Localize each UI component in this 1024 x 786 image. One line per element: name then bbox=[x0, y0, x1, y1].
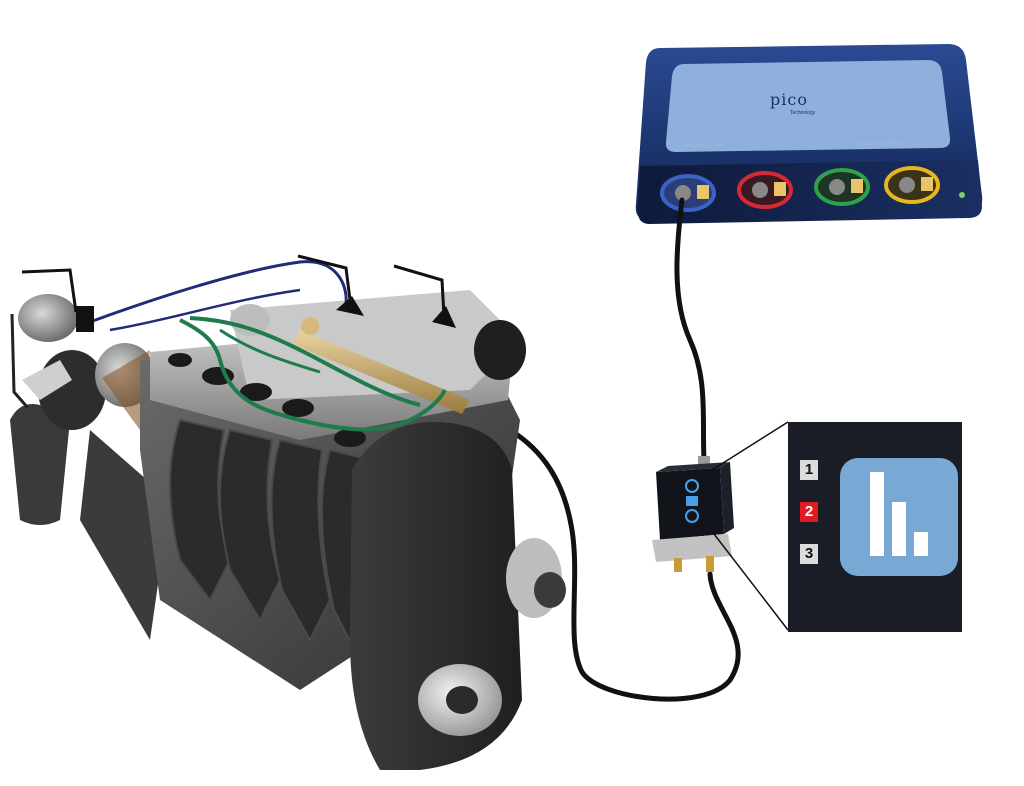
scope-brand: pico bbox=[770, 90, 808, 109]
transducer-mode-icon bbox=[685, 509, 699, 523]
scope-website: www.picoauto.com bbox=[682, 143, 724, 149]
scope-power-led bbox=[959, 192, 965, 198]
transducer-range-icon bbox=[686, 496, 698, 506]
pressure-transducer bbox=[652, 456, 734, 572]
range-label-1: 1 bbox=[800, 460, 818, 480]
fuel-rail bbox=[292, 330, 470, 414]
picoscope-device: pico Technology www.picoauto.com PicoSco… bbox=[635, 44, 983, 224]
scope-channel-a bbox=[660, 174, 716, 212]
zoom-leader-top bbox=[711, 421, 789, 471]
zoom-leader-bottom bbox=[713, 533, 789, 631]
scope-model: PicoScope Automotive bbox=[858, 141, 908, 147]
scope-channel-c bbox=[814, 168, 870, 206]
transducer-zoom-inset: 1 2 3 bbox=[788, 422, 962, 632]
engine bbox=[10, 254, 566, 770]
cable-transducer-to-engine bbox=[507, 427, 741, 702]
transducer-power-icon bbox=[685, 479, 699, 493]
scope-brand-sub: Technology bbox=[790, 110, 816, 116]
scope-channel-d bbox=[884, 166, 940, 204]
turbocharger bbox=[18, 294, 78, 342]
bar-chart-icon bbox=[840, 458, 958, 576]
cable-scope-to-transducer bbox=[674, 197, 707, 463]
range-label-3: 3 bbox=[800, 544, 818, 564]
scope-channel-b bbox=[737, 171, 793, 209]
range-label-2: 2 bbox=[800, 502, 818, 522]
